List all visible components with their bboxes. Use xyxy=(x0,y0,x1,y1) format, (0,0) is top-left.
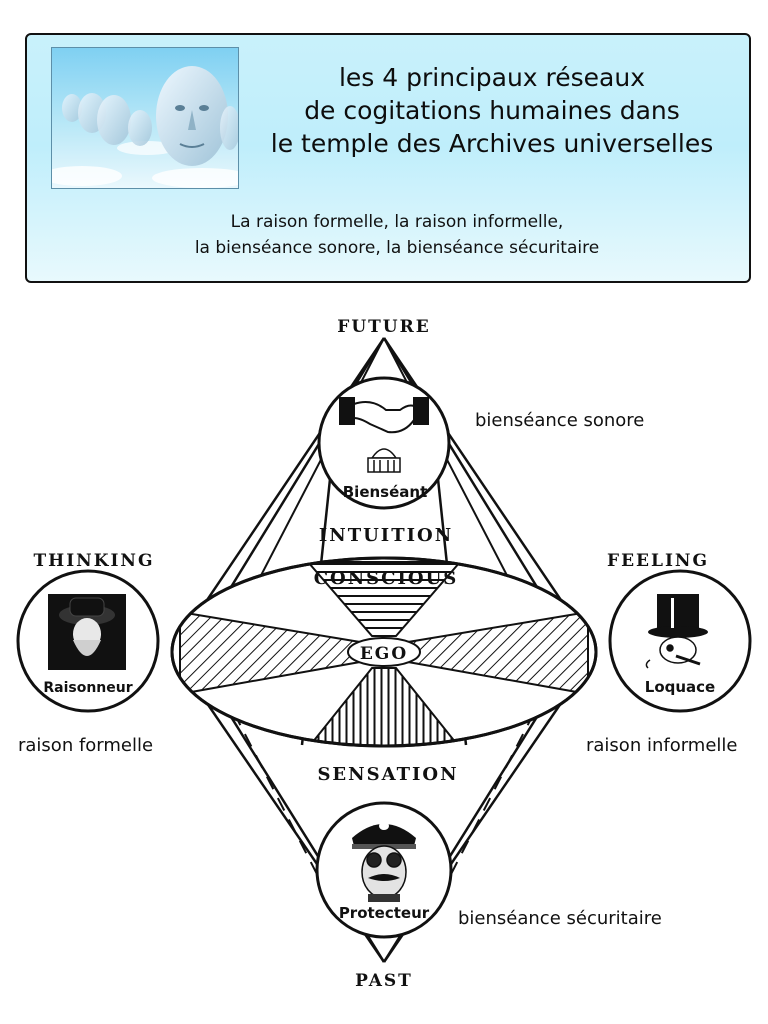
caption-raison-formelle: raison formelle xyxy=(18,735,154,756)
handshake-icon xyxy=(339,397,429,434)
character-name: Protecteur xyxy=(339,904,430,922)
intuition-label: INTUITION xyxy=(319,525,453,546)
header-subtitle: La raison formelle, la raison informelle… xyxy=(127,209,667,261)
node-loquace: Loquace xyxy=(608,569,752,713)
character-name: Bienséant xyxy=(343,483,428,501)
thinking-label: THINKING xyxy=(34,551,155,571)
caption-bienseance-sonore: bienséance sonore xyxy=(475,410,645,431)
node-protecteur: Protecteur xyxy=(315,801,453,939)
ego-oval xyxy=(347,637,421,667)
top-hatched-wedge xyxy=(305,561,463,637)
capitol-icon xyxy=(367,448,401,473)
floating-heads-image xyxy=(51,47,239,189)
header-title: les 4 principaux réseaux de cogitations … xyxy=(242,61,742,160)
node-raisonneur: Raisonneur xyxy=(16,569,160,713)
bottom-hatched-wedge xyxy=(305,667,463,746)
caption-raison-informelle: raison informelle xyxy=(586,735,738,756)
bearded-man-icon xyxy=(48,594,126,670)
psyche-diagram: FUTURE PAST THINKING FEELING INTUITION C… xyxy=(16,317,752,991)
header-panel: les 4 principaux réseaux de cogitations … xyxy=(25,33,751,283)
top-hat-icon xyxy=(648,594,708,638)
sensation-label: SENSATION xyxy=(317,764,458,785)
officer-with-goggles-icon xyxy=(352,822,416,902)
past-label: PAST xyxy=(355,971,413,991)
subtitle-line: La raison formelle, la raison informelle… xyxy=(230,212,564,232)
ego-ellipse-group xyxy=(170,556,598,748)
ego-label: EGO xyxy=(360,644,408,664)
character-name: Loquace xyxy=(645,678,715,696)
face-with-cigar-icon xyxy=(645,636,701,669)
future-label: FUTURE xyxy=(337,317,430,337)
character-name: Raisonneur xyxy=(43,680,132,696)
subtitle-line: la bienséance sonore, la bienséance sécu… xyxy=(194,238,600,258)
conscious-label: CONSCIOUS xyxy=(314,568,459,589)
node-bienseant: Bienséant xyxy=(317,376,451,510)
caption-bienseance-securitaire: bienséance sécuritaire xyxy=(458,908,662,929)
feeling-label: FEELING xyxy=(607,551,709,571)
title-line: le temple des Archives universelles xyxy=(270,129,714,158)
title-line: les 4 principaux réseaux xyxy=(338,63,646,92)
title-line: de cogitations humaines dans xyxy=(304,96,680,125)
